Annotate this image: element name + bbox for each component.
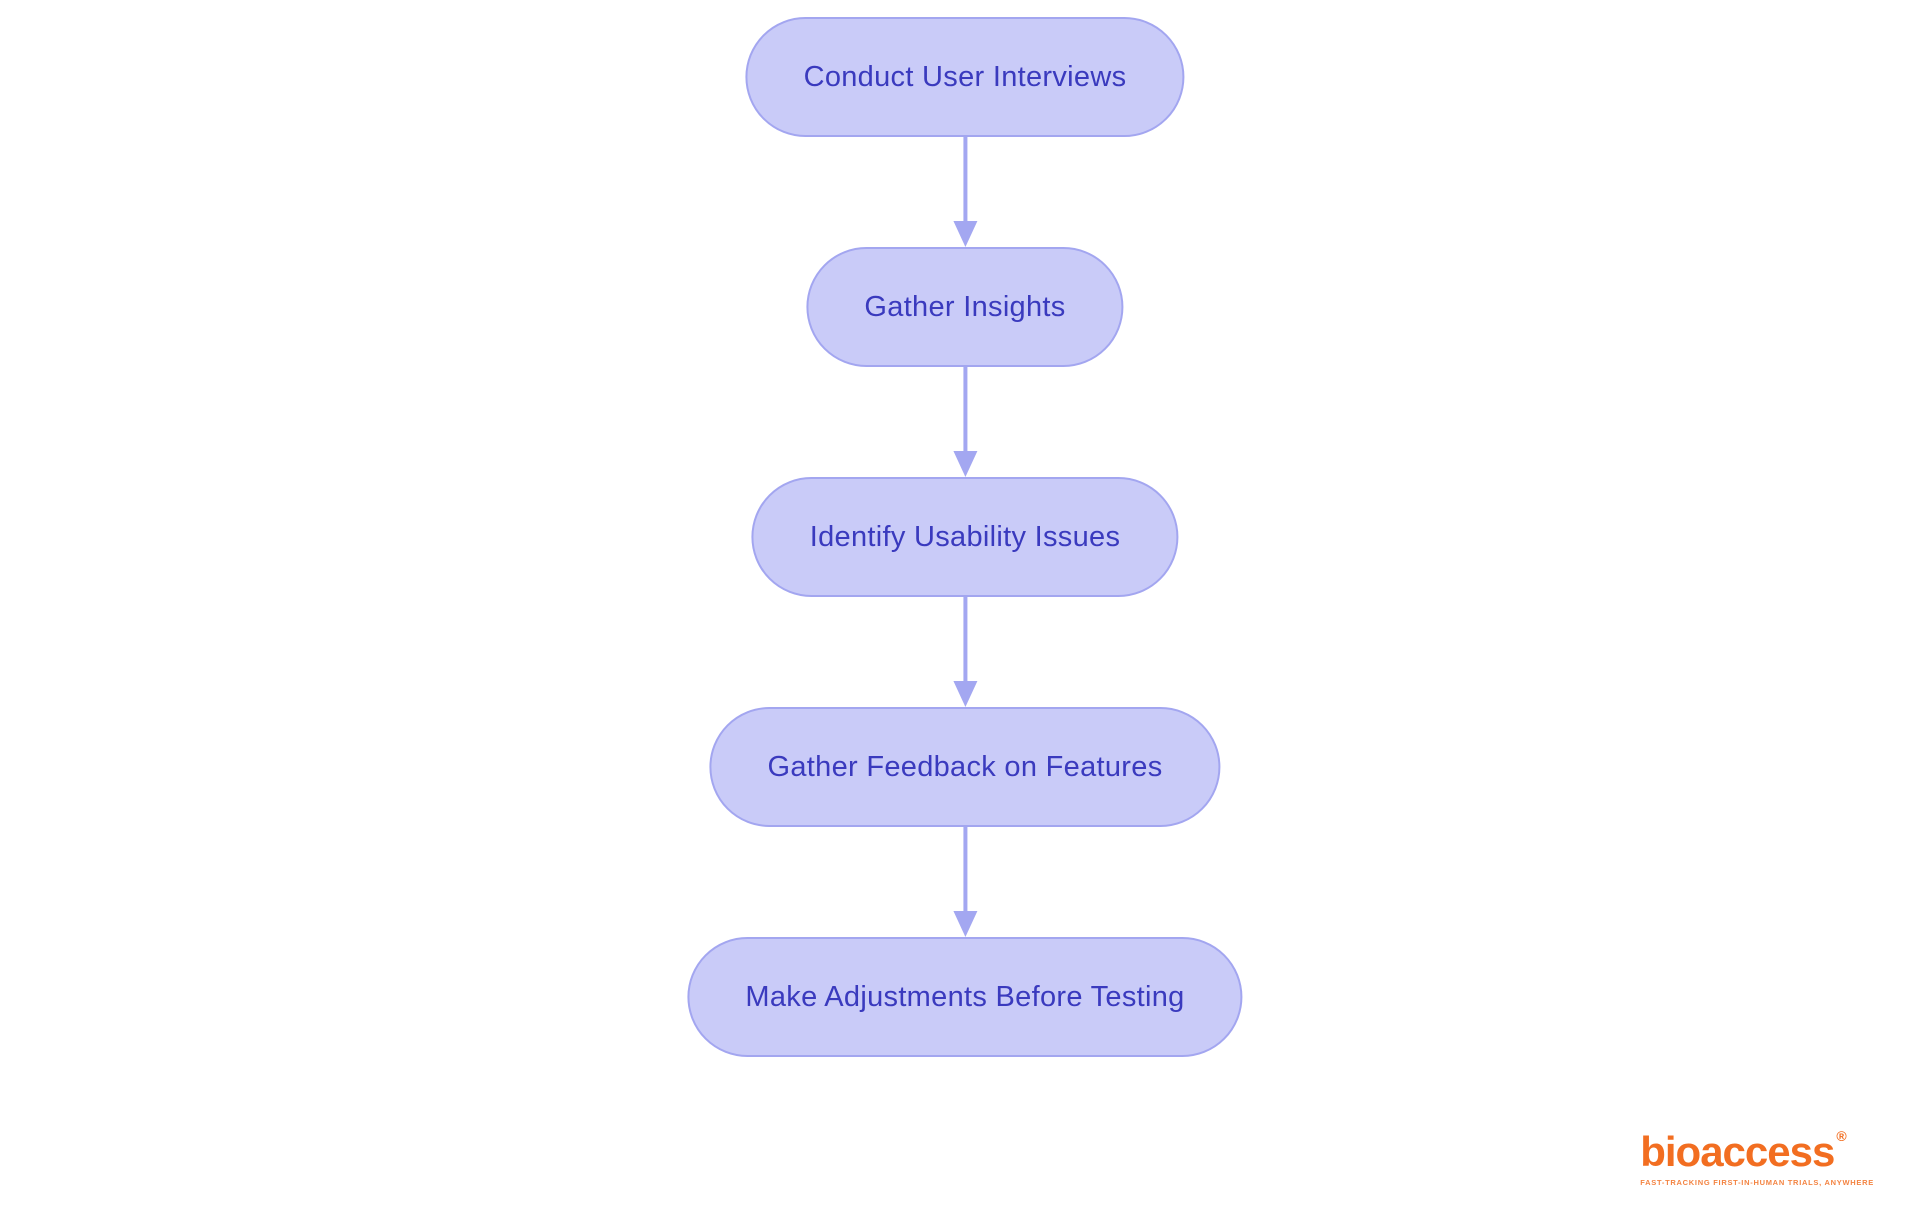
arrow-head-icon xyxy=(952,911,977,937)
flow-node-label: Make Adjustments Before Testing xyxy=(745,980,1185,1013)
arrow-head-icon xyxy=(952,221,977,247)
logo-tagline: FAST-TRACKING FIRST-IN-HUMAN TRIALS, ANY… xyxy=(1640,1178,1874,1187)
flow-node-make-adjustments-before-testing: Make Adjustments Before Testing xyxy=(687,937,1243,1057)
arrow-line xyxy=(962,137,967,222)
flow-arrow-1 xyxy=(952,137,977,247)
arrow-line xyxy=(962,827,967,912)
bioaccess-logo: bioaccess® FAST-TRACKING FIRST-IN-HUMAN … xyxy=(1640,1128,1874,1187)
flow-node-conduct-user-interviews: Conduct User Interviews xyxy=(745,17,1185,137)
flow-node-label: Conduct User Interviews xyxy=(803,60,1127,93)
flow-arrow-2 xyxy=(952,367,977,477)
arrow-head-icon xyxy=(952,681,977,707)
arrow-head-icon xyxy=(952,451,977,477)
flow-arrow-3 xyxy=(952,597,977,707)
registered-mark: ® xyxy=(1836,1128,1847,1144)
flow-node-identify-usability-issues: Identify Usability Issues xyxy=(751,477,1179,597)
flow-node-label: Gather Insights xyxy=(864,290,1066,323)
flowchart: Conduct User Interviews Gather Insights … xyxy=(687,17,1243,1057)
brand-name: bioaccess xyxy=(1640,1128,1835,1175)
arrow-line xyxy=(962,597,967,682)
bioaccess-wordmark: bioaccess® xyxy=(1640,1128,1874,1175)
flow-node-gather-insights: Gather Insights xyxy=(806,247,1124,367)
arrow-line xyxy=(962,367,967,452)
flow-arrow-4 xyxy=(952,827,977,937)
flow-node-label: Gather Feedback on Features xyxy=(767,750,1163,783)
flow-node-gather-feedback-on-features: Gather Feedback on Features xyxy=(709,707,1221,827)
flow-node-label: Identify Usability Issues xyxy=(809,520,1121,553)
